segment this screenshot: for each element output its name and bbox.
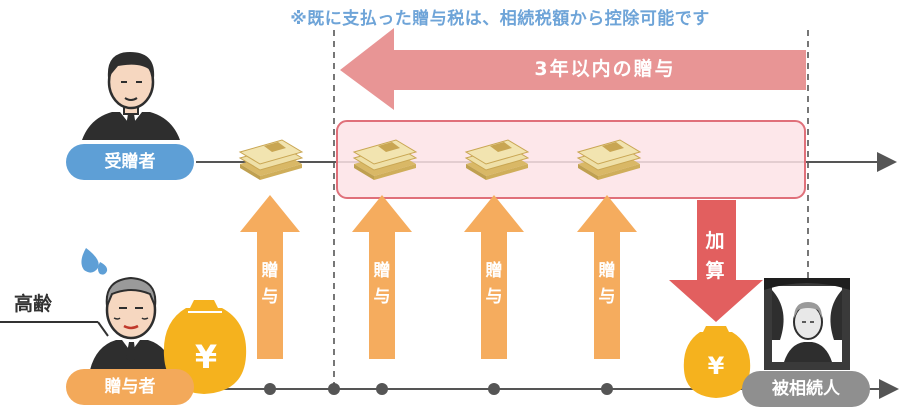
- gift-char: 与: [261, 287, 279, 307]
- gift-char: 贈: [485, 261, 503, 281]
- cash-bundle-icon: [352, 139, 418, 180]
- memorial-portrait-icon: [764, 278, 850, 370]
- gift-arrow: [240, 195, 300, 359]
- sweat-drop-icon: [81, 248, 99, 273]
- timeline-dot: [488, 383, 500, 395]
- elderly-man-icon: [90, 276, 174, 370]
- gift-arrow: [577, 195, 637, 359]
- yen-symbol: ¥: [707, 352, 725, 380]
- cash-bundle-icon: [576, 139, 642, 180]
- sweat-drop-icon: [98, 262, 108, 275]
- add-char: 加: [705, 230, 725, 252]
- deduction-note: ※既に支払った贈与税は、相続税額から控除可能です: [290, 9, 710, 29]
- gift-char: 贈: [373, 261, 391, 281]
- gift-char: 与: [373, 287, 391, 307]
- gift-arrow: [352, 195, 412, 359]
- gift-char: 与: [598, 287, 616, 307]
- businessman-icon: [82, 52, 180, 140]
- yen-symbol: ¥: [194, 338, 218, 376]
- gift-char: 贈: [261, 261, 279, 281]
- gift-arrow-label: 贈 与: [258, 258, 282, 310]
- period-highlight-box: [336, 120, 806, 199]
- period-arrow-label: 3年以内の贈与: [534, 58, 676, 80]
- gift-char: 与: [485, 287, 503, 307]
- timeline-dot: [328, 383, 340, 395]
- deceased-pill: 被相続人: [742, 371, 870, 407]
- elder-label: 高齢: [14, 293, 53, 315]
- cash-bundle-icon: [238, 139, 304, 180]
- gift-arrow-label: 贈 与: [595, 258, 619, 310]
- cash-bundle-icon: [464, 139, 530, 180]
- timeline-dot: [601, 383, 613, 395]
- giver-pill: 贈与者: [66, 369, 194, 405]
- gift-arrow-label: 贈 与: [482, 258, 506, 310]
- timeline-dot: [376, 383, 388, 395]
- timeline-dot: [264, 383, 276, 395]
- gift-char: 贈: [598, 261, 616, 281]
- add-arrow: [669, 200, 763, 322]
- recipient-pill: 受贈者: [66, 144, 194, 180]
- gift-arrow: [464, 195, 524, 359]
- money-bag-icon: [683, 326, 751, 398]
- elder-label-leader: [97, 321, 109, 337]
- add-char: 算: [705, 260, 725, 282]
- add-arrow-label: 加 算: [700, 226, 730, 286]
- period-arrow: [340, 28, 806, 110]
- gift-arrow-label: 贈 与: [370, 258, 394, 310]
